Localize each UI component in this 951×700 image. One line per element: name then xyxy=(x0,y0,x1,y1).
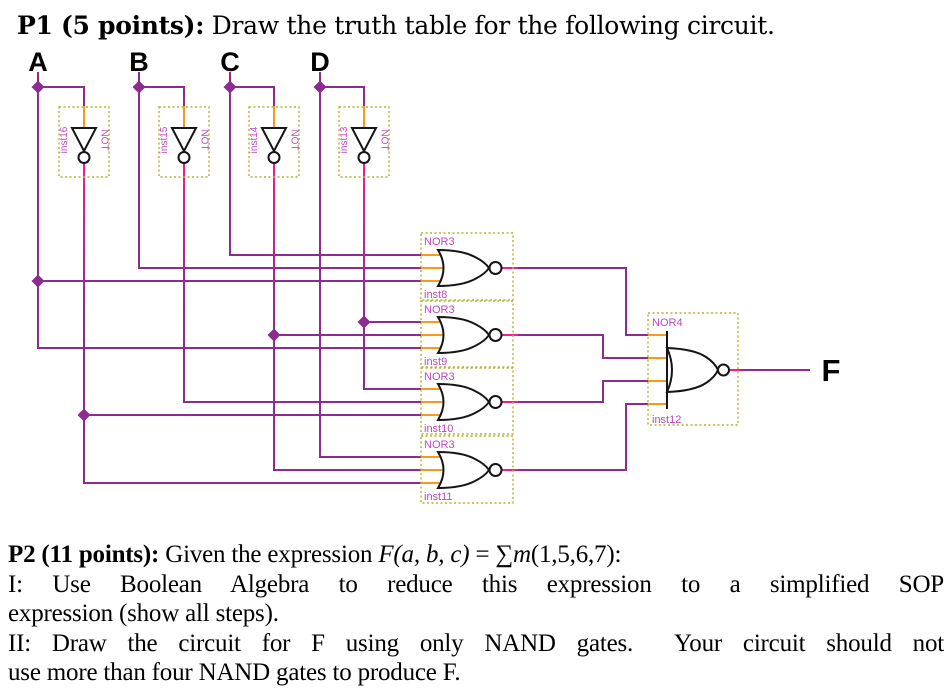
symbol-boxes xyxy=(58,106,739,504)
math-minterm-m: m xyxy=(513,541,531,568)
gate-type-label: NOT xyxy=(99,129,110,150)
not-symbol-box xyxy=(248,106,300,178)
gate-type-label: NOR3 xyxy=(424,304,455,316)
p2-label: P2 (11 points): xyxy=(8,541,160,568)
p2-part-i-line1: I: Use Boolean Algebra to reduce this ex… xyxy=(8,570,944,598)
gate-type-label: NOR3 xyxy=(424,371,455,383)
not-gate-inst15: inst15 NOT xyxy=(159,126,210,153)
signal-labels: A B C D F xyxy=(28,47,840,388)
inverter-bubble-icon xyxy=(717,363,730,377)
inverter-bubble-icon xyxy=(488,463,503,477)
input-label-c: C xyxy=(220,47,240,77)
p2-problem: P2 (11 points): Given the expression F(a… xyxy=(8,540,944,688)
nor4-gate-symbol xyxy=(665,346,720,394)
nor3-symbol-box xyxy=(420,367,514,435)
symbol-labels: inst16 NOT inst15 NOT inst14 NOT inst13 … xyxy=(59,126,683,503)
gate-symbols xyxy=(70,127,730,490)
math-function: F(a, b, c) xyxy=(378,541,470,568)
not-gate-inst16: inst16 NOT xyxy=(59,126,110,153)
inverter-bubble-icon xyxy=(77,151,91,164)
nor3-gate-inst11: NOR3 inst11 xyxy=(424,439,455,503)
input-label-d: D xyxy=(310,47,330,77)
p1-label: P1 (5 points): xyxy=(17,11,205,40)
inst-label: inst11 xyxy=(424,491,453,503)
gate-output-stubs xyxy=(502,267,741,471)
inverter-bubble-icon xyxy=(267,151,281,164)
inverter-bubble-icon xyxy=(488,261,503,275)
nor4-symbol-box xyxy=(647,312,739,426)
nor3-gate-inst8: NOR3 inst8 xyxy=(424,236,455,301)
math-minterms: (1,5,6,7): xyxy=(530,541,622,568)
circuit-schematic: inst16 NOT inst15 NOT inst14 NOT inst13 … xyxy=(28,47,840,504)
nor3-gate-symbol xyxy=(436,248,491,288)
gate-type-label: NOR3 xyxy=(424,439,455,451)
inverter-bubble-icon xyxy=(177,151,191,164)
inst-label: inst16 xyxy=(59,126,70,153)
nor3-gate-symbol xyxy=(436,382,491,422)
inst-label: inst8 xyxy=(424,289,447,301)
not-gate-symbol xyxy=(70,127,378,154)
math-equals-sum: = ∑ xyxy=(469,541,514,568)
inst-label: inst12 xyxy=(652,414,681,426)
inst-label: inst15 xyxy=(159,126,170,153)
nor3-gate-symbol xyxy=(436,315,491,355)
inst-label: inst10 xyxy=(424,423,453,435)
input-label-b: B xyxy=(129,47,149,77)
nor3-symbol-box xyxy=(420,232,514,301)
inst-label: inst14 xyxy=(249,126,260,153)
inst-label: inst13 xyxy=(339,126,350,153)
gate-input-stubs xyxy=(83,106,668,484)
p2-part-ii-line2: use more than four NAND gates to produce… xyxy=(8,659,461,686)
nor3-symbol-box xyxy=(420,435,514,504)
output-label-f: F xyxy=(822,353,841,388)
inst-label: inst9 xyxy=(424,356,447,368)
nor3-gate-inst10: NOR3 inst10 xyxy=(424,371,455,435)
gate-type-label: NOT xyxy=(289,129,300,150)
wire-inverted-signals xyxy=(83,163,421,484)
p2-heading-line: P2 (11 points): Given the expression F(a… xyxy=(8,540,944,570)
gate-type-label: NOR3 xyxy=(424,236,455,248)
inverter-bubble-icon xyxy=(488,395,503,409)
not-symbol-box xyxy=(338,106,390,178)
nor4-gate-inst12: NOR4 inst12 xyxy=(652,317,683,426)
not-symbol-box xyxy=(158,106,210,178)
inverter-bubble-icon xyxy=(357,151,371,164)
wire xyxy=(37,72,810,471)
inverter-bubble-icon xyxy=(488,328,503,342)
p2-part-ii-line1: II: Draw the circuit for F using only NA… xyxy=(8,629,944,657)
gate-type-label: NOT xyxy=(199,129,210,150)
not-symbol-box xyxy=(58,106,110,178)
p1-text: Draw the truth table for the following c… xyxy=(204,11,775,40)
nor3-gate-inst9: NOR3 inst9 xyxy=(424,304,455,368)
not-gate-inst13: inst13 NOT xyxy=(339,126,390,153)
gate-type-label: NOR4 xyxy=(652,317,683,329)
not-gate-inst14: inst14 NOT xyxy=(249,126,300,153)
nor3-gate-symbol xyxy=(436,450,491,490)
input-label-a: A xyxy=(28,47,48,77)
net-wires xyxy=(37,72,810,484)
nor3-symbol-box xyxy=(420,300,514,368)
p2-lead: Given the expression xyxy=(159,541,379,568)
gate-type-label: NOT xyxy=(379,129,390,150)
p2-part-i-line2: expression (show all steps). xyxy=(8,600,279,627)
p1-heading: P1 (5 points): Draw the truth table for … xyxy=(17,11,775,40)
